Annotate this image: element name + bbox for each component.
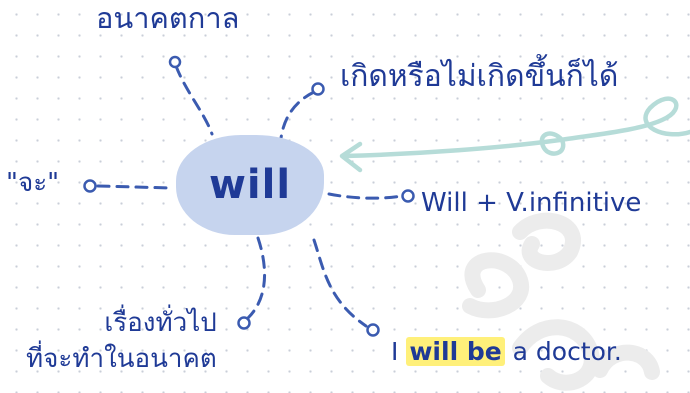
watermark-logo: [462, 212, 660, 391]
connector-general: [246, 236, 267, 320]
connector-example: [312, 238, 368, 328]
branch-future-tense: อนาคตกาล: [96, 1, 240, 35]
example-suffix: a doctor.: [504, 337, 622, 366]
example-highlight: will be: [406, 337, 505, 366]
center-node: will: [176, 135, 324, 235]
node-dot-example: [366, 323, 380, 337]
node-dot-happen: [311, 82, 325, 96]
connector-meaning: [96, 184, 174, 190]
node-dot-general: [237, 316, 251, 330]
connector-happen: [279, 90, 316, 140]
branch-general-future-line1: เรื่องทั่วไป: [104, 308, 217, 338]
curved-arrow-icon: [339, 96, 690, 173]
center-node-label: will: [208, 162, 292, 208]
example-sentence: I will be a doctor.: [391, 337, 622, 366]
node-dot-structure: [401, 189, 415, 203]
branch-general-future: เรื่องทั่วไป ที่จะทำในอนาคต: [26, 306, 217, 378]
connector-future: [174, 64, 214, 136]
branch-meaning: "จะ": [6, 168, 60, 198]
branch-general-future-line2: ที่จะทำในอนาคต: [26, 343, 217, 374]
connector-structure: [327, 192, 404, 200]
branch-may-or-may-not-happen: เกิดหรือไม่เกิดขึ้นก็ได้: [340, 59, 619, 94]
node-dot-future: [168, 55, 182, 69]
example-prefix: I: [391, 337, 407, 366]
branch-structure: Will + V.infinitive: [421, 188, 642, 218]
node-dot-meaning: [83, 179, 97, 193]
